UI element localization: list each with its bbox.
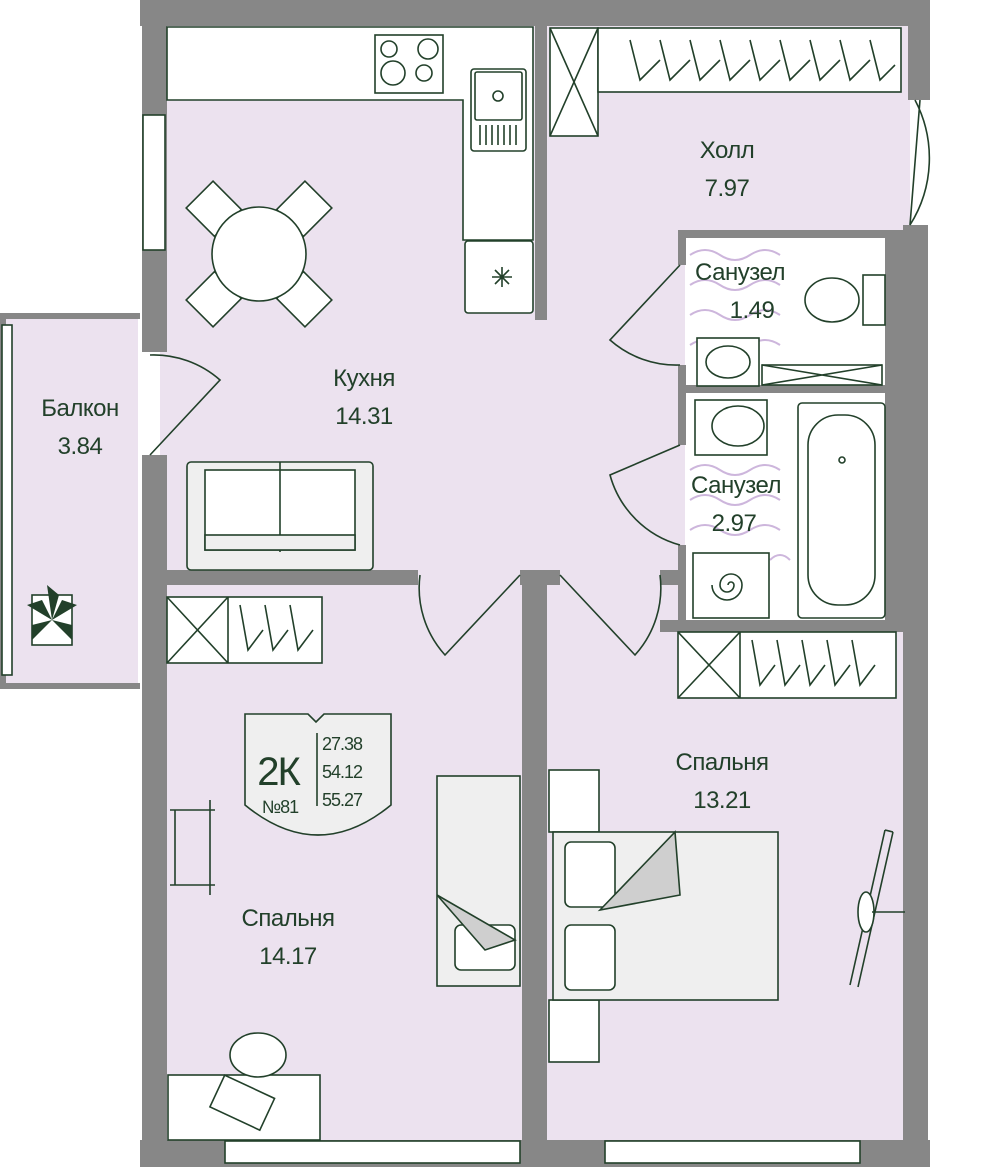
room-label-bedroom-left: Спальня 14.17 <box>242 905 335 970</box>
bathtub-icon <box>797 402 886 619</box>
room-label-balcony: Балкон 3.84 <box>41 395 119 460</box>
room-name: Санузел <box>691 472 781 499</box>
bed-right <box>552 830 779 1001</box>
wardrobe-right-bedroom <box>677 631 897 699</box>
room-area: 2.97 <box>712 510 757 537</box>
bed-left <box>436 775 521 987</box>
doors <box>149 99 931 657</box>
room-name: Кухня <box>333 365 395 392</box>
wardrobe-left-bedroom <box>166 596 323 664</box>
hall-wardrobe <box>549 27 902 137</box>
living-area: 27.38 <box>322 734 363 754</box>
room-name: Санузел <box>695 259 785 286</box>
room-area: 3.84 <box>58 433 103 460</box>
bathroom-tile-pattern <box>689 249 791 561</box>
desk-icon <box>167 1032 321 1141</box>
window-balcony <box>1 324 13 676</box>
room-label-bathroom-1: Санузел 1.49 <box>695 259 786 324</box>
nightstands <box>548 769 600 1063</box>
room-name: Спальня <box>242 905 335 932</box>
apartment-badge: 2К №81 27.38 54.12 55.27 <box>244 713 392 836</box>
room-area: 7.97 <box>705 175 750 202</box>
room-label-hall: Холл 7.97 <box>700 137 755 202</box>
room-area: 1.49 <box>730 297 775 324</box>
room-area: 14.31 <box>335 403 393 430</box>
room-area: 13.21 <box>693 787 751 814</box>
area-without-balcony: 54.12 <box>322 762 363 782</box>
stove-icon <box>374 34 444 94</box>
room-label-kitchen: Кухня 14.31 <box>333 365 395 430</box>
washbasin-icon <box>694 399 768 456</box>
plant-icon <box>27 585 77 646</box>
washing-machine-icon <box>692 552 770 619</box>
tv-icon <box>849 829 905 988</box>
window-bedroom-left <box>224 1140 521 1164</box>
room-name: Холл <box>700 137 755 164</box>
room-name: Балкон <box>41 395 118 422</box>
room-label-bathroom-2: Санузел 2.97 <box>691 472 782 537</box>
radiator-icon <box>170 800 215 895</box>
sofa-icon <box>186 461 374 571</box>
toilet-icon <box>804 274 886 326</box>
washbasin-icon <box>696 337 760 387</box>
window-kitchen <box>142 114 166 251</box>
apartment-type: 2К <box>257 750 301 794</box>
room-name: Спальня <box>676 749 769 776</box>
apartment-number: №81 <box>262 797 299 817</box>
fridge-icon <box>464 240 534 314</box>
dining-table <box>185 180 333 328</box>
total-area: 55.27 <box>322 790 363 810</box>
shelf-icon <box>761 364 883 386</box>
room-area: 14.17 <box>259 943 317 970</box>
room-label-bedroom-right: Спальня 13.21 <box>676 749 769 814</box>
sink-icon <box>470 68 527 152</box>
window-bedroom-right <box>604 1140 861 1164</box>
